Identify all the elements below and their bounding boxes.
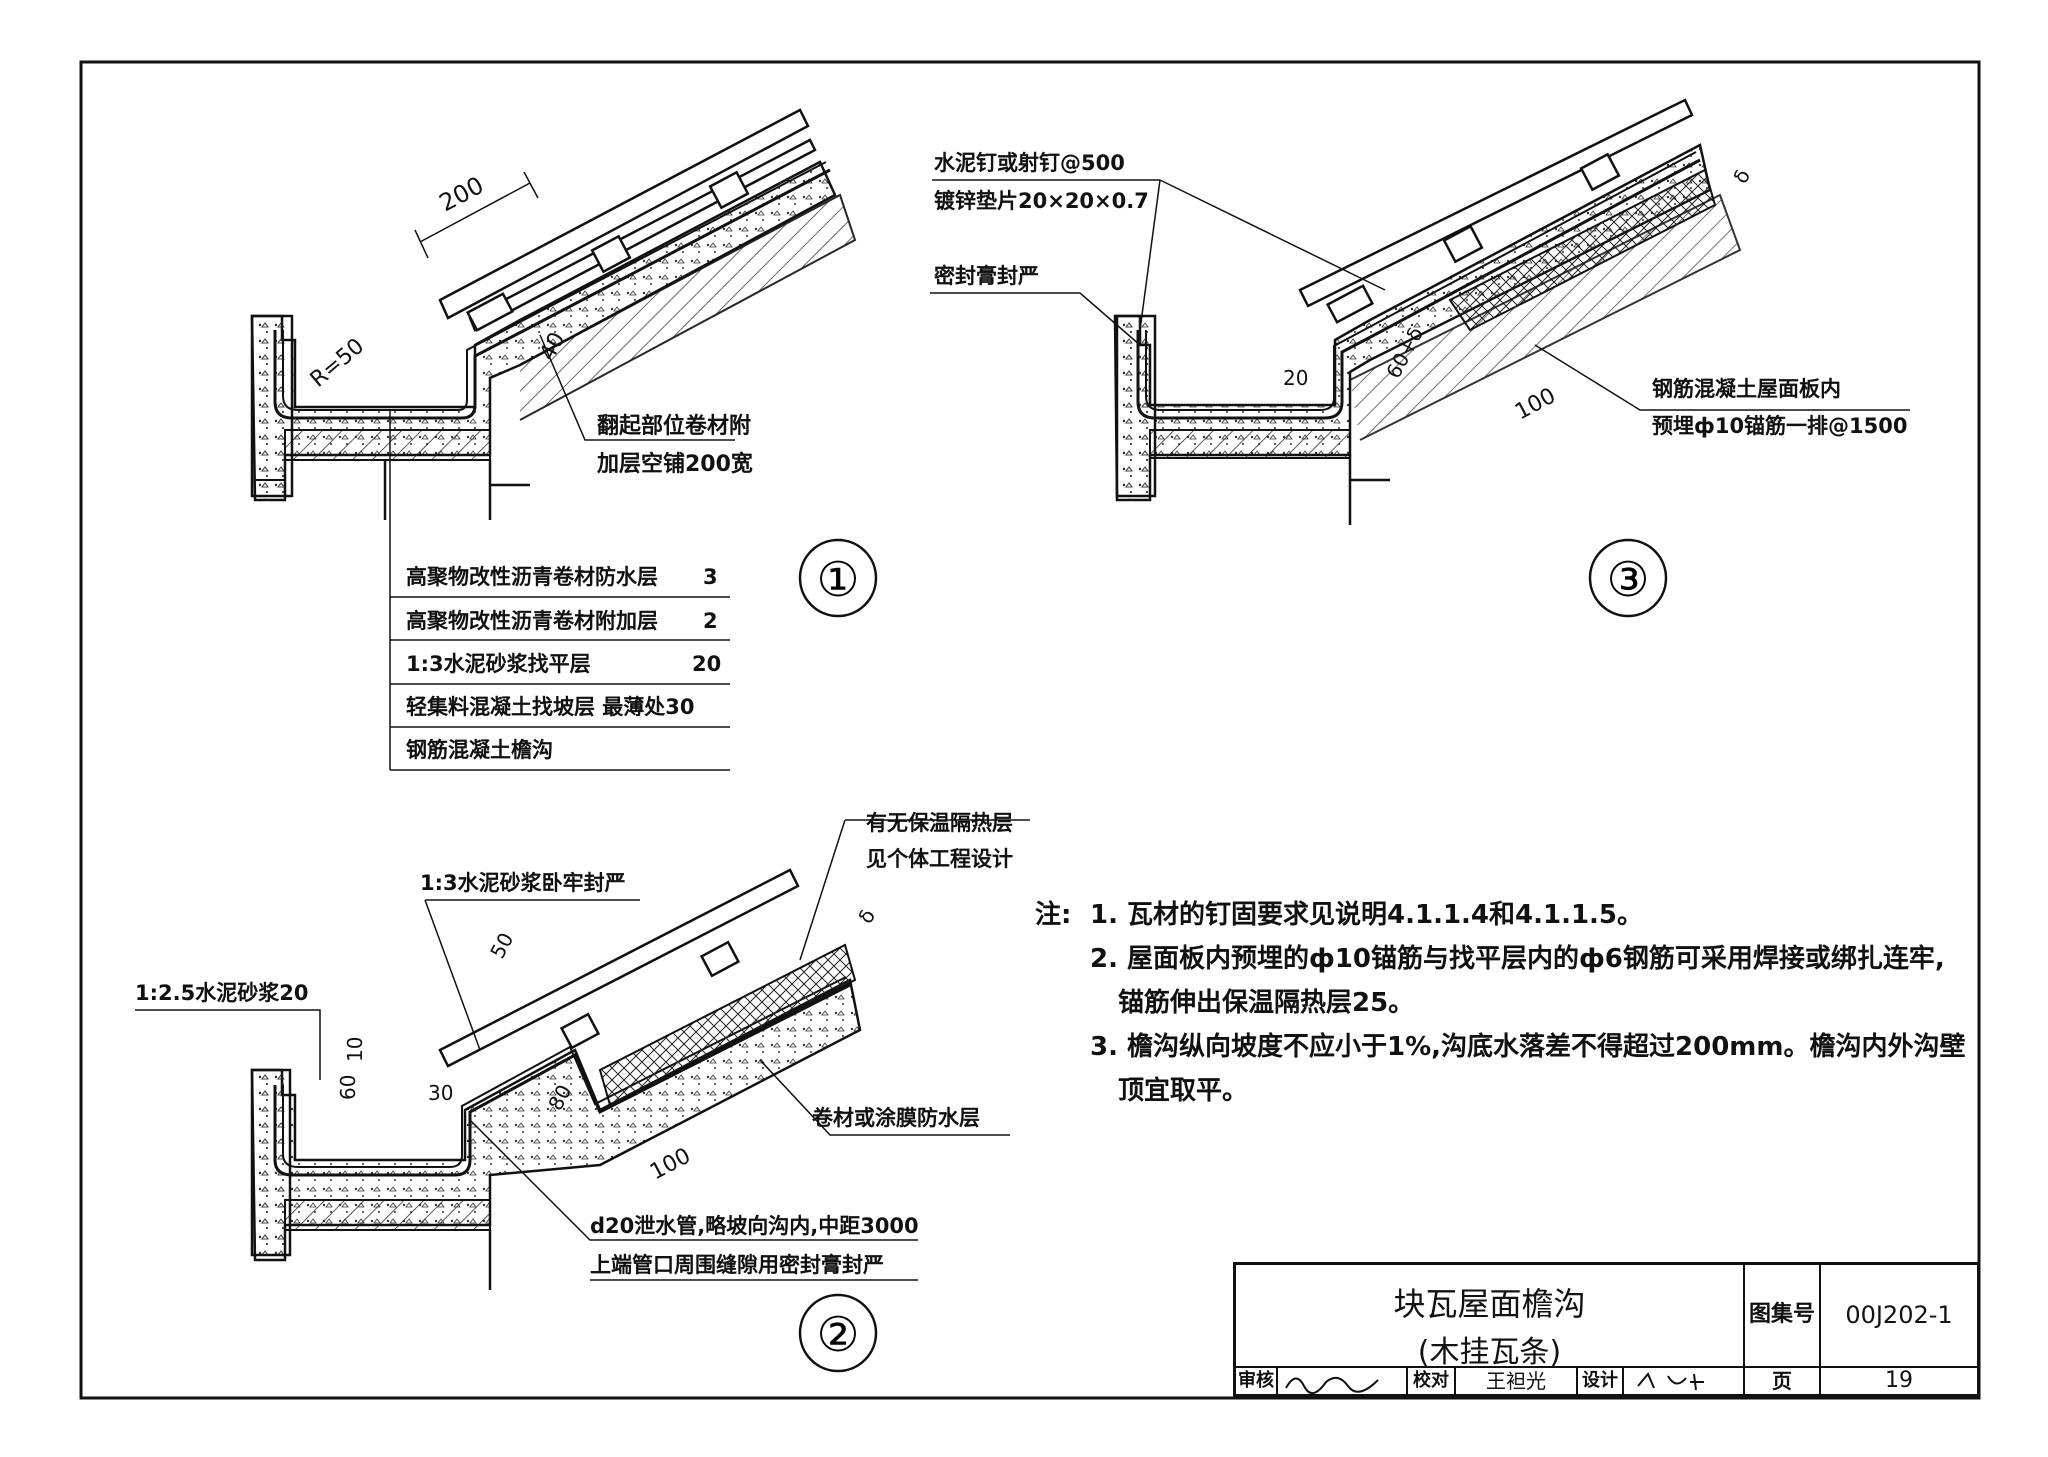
d3-anchor-line2: 预埋ф10锚筋一排@1500 bbox=[1652, 414, 1908, 438]
d2-dim-50: 50 bbox=[485, 929, 518, 963]
d2-mortar13: 1:3水泥砂浆卧牢封严 bbox=[420, 871, 626, 895]
layer-1-name: 高聚物改性沥青卷材防水层 bbox=[406, 565, 658, 589]
layer-legend bbox=[390, 596, 730, 771]
d2-drain-line2: 上端管口周围缝隙用密封膏封严 bbox=[590, 1253, 884, 1277]
d2-dim-60: 60 bbox=[336, 1075, 360, 1100]
page-label: 页 bbox=[1745, 1368, 1821, 1394]
detail-1: 200 40 R=50 翻起部位卷材附 加层空铺200宽 高聚物改性沥青卷材防水… bbox=[250, 108, 878, 771]
atlas-number: 00J202-1 bbox=[1821, 1265, 1977, 1368]
layer-3-name: 1:3水泥砂浆找平层 bbox=[406, 652, 591, 676]
layer-4-name: 轻集料混凝土找坡层 最薄处30 bbox=[406, 695, 695, 719]
d2-dim-10: 10 bbox=[343, 1037, 367, 1062]
d2-insulation-line1: 有无保温隔热层 bbox=[866, 811, 1013, 835]
note-3-line1: 3. 檐沟纵向坡度不应小于1%,沟底水落差不得超过200mm。檐沟内外沟壁 bbox=[1090, 1032, 1966, 1062]
review-label: 审核 bbox=[1236, 1368, 1278, 1394]
d1-callout-line1: 翻起部位卷材附 bbox=[597, 413, 751, 439]
layer-1-value: 3 bbox=[703, 565, 718, 589]
check-label: 校对 bbox=[1408, 1368, 1456, 1394]
dim-r50: R=50 bbox=[306, 334, 369, 393]
d2-dim-100: 100 bbox=[646, 1144, 695, 1186]
d3-dim-20: 20 bbox=[1283, 366, 1308, 390]
design-label: 设计 bbox=[1578, 1368, 1624, 1394]
notes-heading: 注: bbox=[1035, 900, 1072, 930]
d2-dim-delta: δ bbox=[853, 905, 880, 927]
checker-name: 王袒光 bbox=[1456, 1368, 1578, 1394]
d3-dim-delta: δ bbox=[1728, 165, 1755, 187]
atlas-label: 图集号 bbox=[1745, 1265, 1821, 1368]
layer-3-value: 20 bbox=[692, 652, 721, 676]
layer-2-value: 2 bbox=[703, 609, 718, 633]
detail-2-number: ② bbox=[816, 1307, 859, 1363]
note-3-line2: 顶宜取平。 bbox=[1118, 1076, 1249, 1106]
layer-5-name: 钢筋混凝土檐沟 bbox=[406, 738, 553, 762]
note-2-line1: 2. 屋面板内预埋的ф10锚筋与找平层内的ф6钢筋可采用焊接或绑扎连牢, bbox=[1090, 944, 1945, 974]
d2-drain-line1: d20泄水管,略坡向沟内,中距3000 bbox=[590, 1214, 919, 1238]
drawing-subtitle: (木挂瓦条) bbox=[1417, 1335, 1562, 1370]
drawing-title: 块瓦屋面檐沟 bbox=[1393, 1285, 1586, 1323]
d3-nail-line2: 镀锌垫片20×20×0.7 bbox=[934, 189, 1149, 213]
note-1: 1. 瓦材的钉固要求见说明4.1.1.4和4.1.1.5。 bbox=[1090, 900, 1644, 930]
detail-3-number: ③ bbox=[1606, 552, 1649, 608]
d2-mortar25: 1:2.5水泥砂浆20 bbox=[135, 981, 308, 1005]
detail-1-number: ① bbox=[816, 552, 859, 608]
d2-membrane: 卷材或涂膜防水层 bbox=[812, 1106, 980, 1130]
d1-callout-line2: 加层空铺200宽 bbox=[596, 451, 753, 477]
d3-seal: 密封膏封严 bbox=[934, 264, 1039, 288]
d2-insulation-line2: 见个体工程设计 bbox=[866, 847, 1013, 871]
rc-slab bbox=[284, 429, 491, 461]
title-block: 块瓦屋面檐沟 (木挂瓦条) 图集号 00J202-1 审核 校对 王袒光 设计 … bbox=[1233, 1262, 1980, 1397]
sheet-border bbox=[79, 60, 1981, 1400]
notes-block: 注: 1. 瓦材的钉固要求见说明4.1.1.4和4.1.1.5。 2. 屋面板内预… bbox=[1035, 893, 1985, 1113]
designer-signature bbox=[1624, 1368, 1745, 1394]
detail-2: 有无保温隔热层 见个体工程设计 1:3水泥砂浆卧牢封严 1:2.5水泥砂浆20 … bbox=[135, 811, 1030, 1373]
detail-3: 水泥钉或射钉@500 镀锌垫片20×20×0.7 密封膏封严 钢筋混凝土屋面板内… bbox=[930, 98, 1910, 618]
review-signature bbox=[1278, 1368, 1408, 1394]
d3-nail-line1: 水泥钉或射钉@500 bbox=[934, 151, 1125, 175]
d3-anchor-line1: 钢筋混凝土屋面板内 bbox=[1652, 377, 1841, 401]
d3-dim-100: 100 bbox=[1511, 384, 1560, 426]
layer-2-name: 高聚物改性沥青卷材附加层 bbox=[406, 609, 658, 633]
page-number: 19 bbox=[1885, 1368, 1913, 1393]
d2-dim-30: 30 bbox=[428, 1081, 453, 1105]
note-2-line2: 锚筋伸出保温隔热层25。 bbox=[1118, 988, 1415, 1018]
